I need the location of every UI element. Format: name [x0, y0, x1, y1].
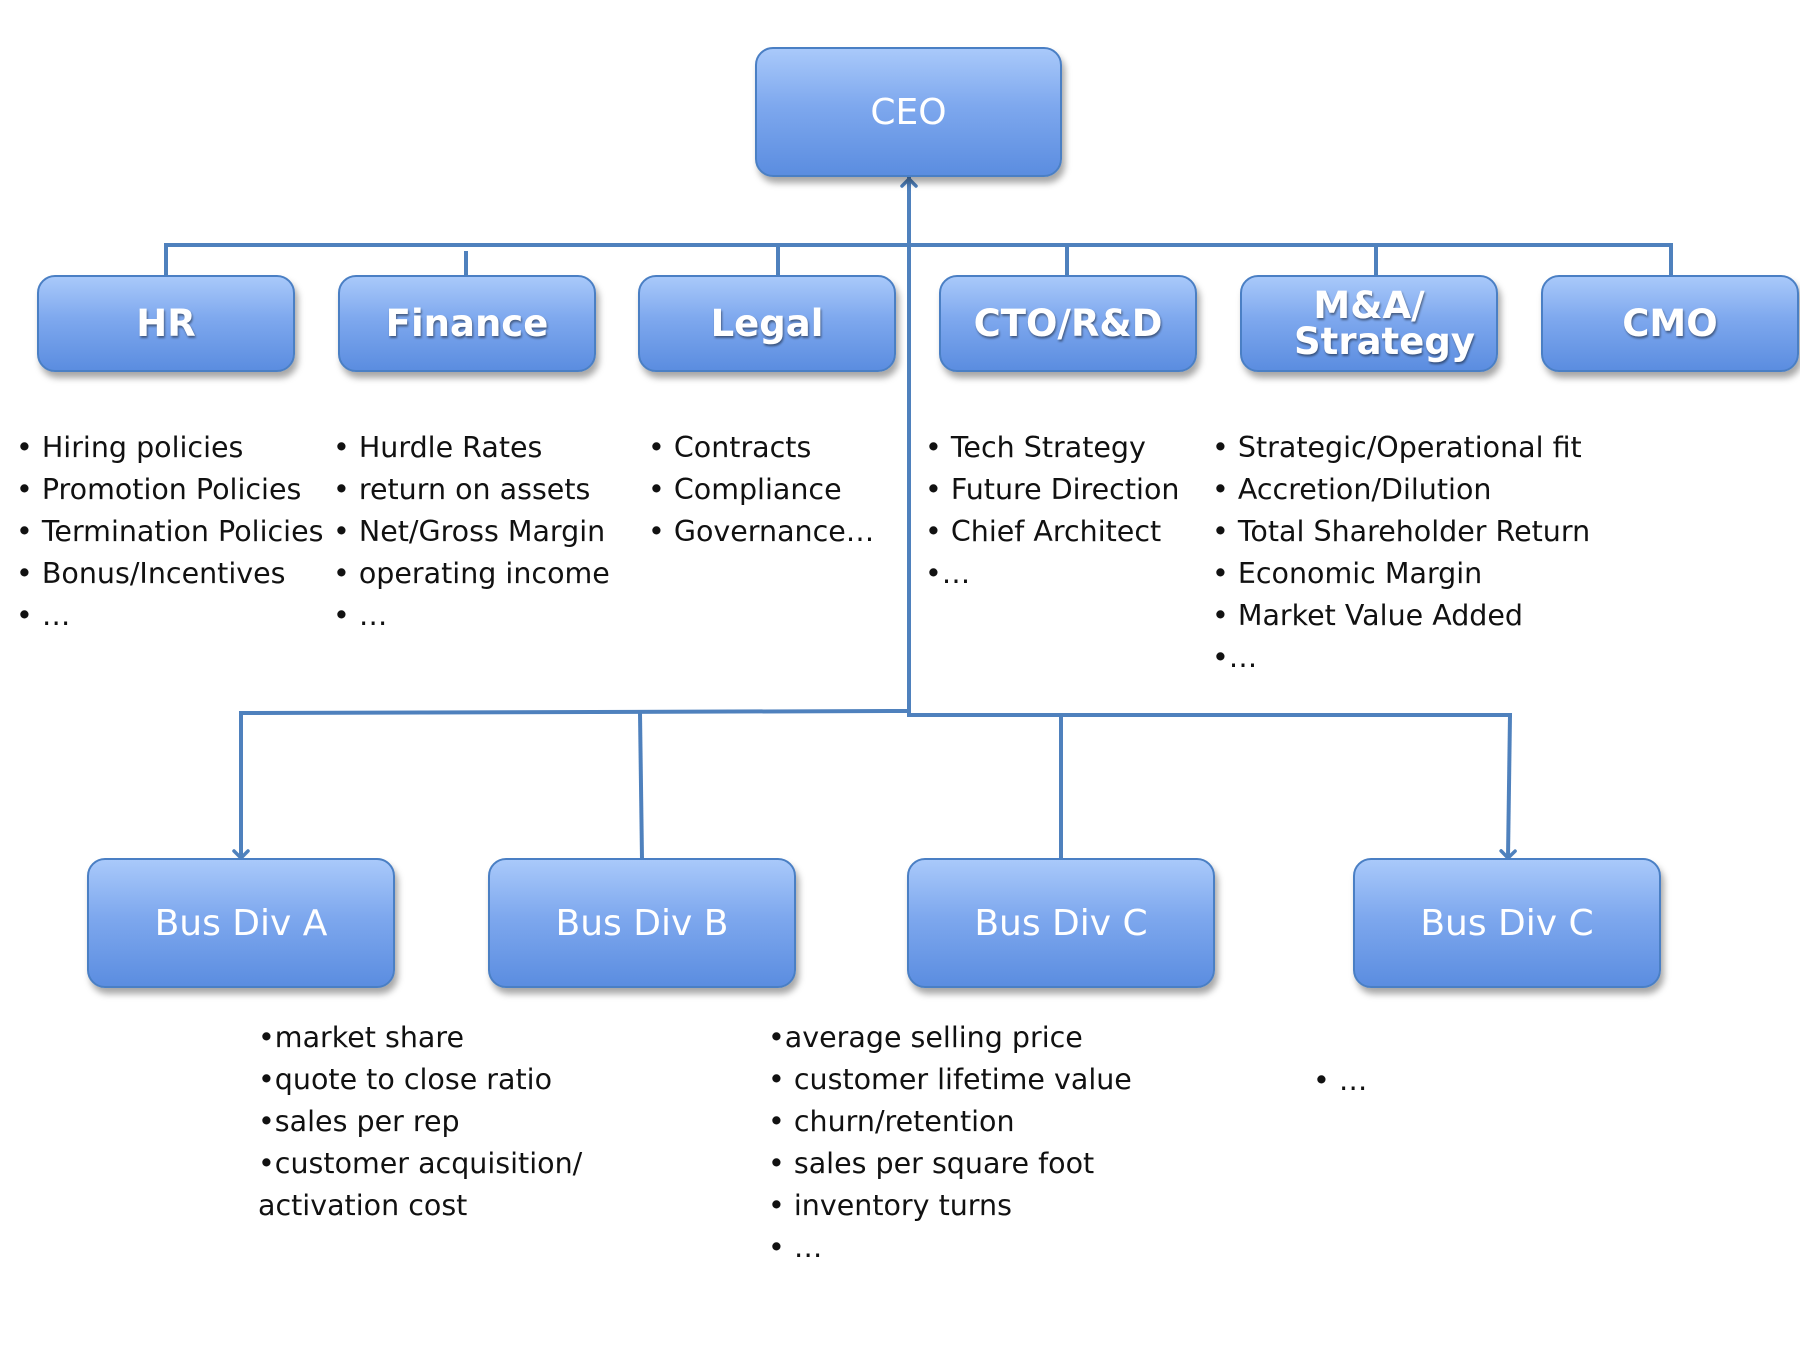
- list-item: • …: [768, 1231, 823, 1264]
- division-bus-line: [238, 708, 1512, 717]
- ma-strategy-metrics-list: • Strategic/Operational fit • Accretion/…: [1212, 427, 1590, 679]
- cto-rd-label: CTO/R&D: [973, 301, 1163, 345]
- finance-metrics-list: • Hurdle Rates • return on assets • Net/…: [333, 427, 610, 637]
- list-item: •…: [1212, 641, 1258, 674]
- list-item: • inventory turns: [768, 1189, 1012, 1222]
- list-item: • …: [16, 599, 71, 632]
- list-item: • customer lifetime value: [768, 1063, 1132, 1096]
- hr-metrics-list: • Hiring policies • Promotion Policies •…: [16, 427, 323, 637]
- list-item: • Hiring policies: [16, 431, 244, 464]
- bus-div-c2-box[interactable]: Bus Div C: [1353, 858, 1661, 988]
- list-item: • …: [333, 599, 388, 632]
- bus-div-a-metrics-list: •market share •quote to close ratio •sal…: [258, 1017, 582, 1227]
- list-item: • Governance…: [648, 515, 875, 548]
- list-item: • Tech Strategy: [925, 431, 1146, 464]
- cmo-label: CMO: [1622, 301, 1718, 345]
- list-item: • Economic Margin: [1212, 557, 1483, 590]
- cto-rd-box[interactable]: CTO/R&D: [939, 275, 1197, 372]
- list-item: • Hurdle Rates: [333, 431, 543, 464]
- cmo-box[interactable]: CMO: [1541, 275, 1799, 372]
- list-item: • Net/Gross Margin: [333, 515, 606, 548]
- legal-box[interactable]: Legal: [638, 275, 896, 372]
- bus-div-a-box[interactable]: Bus Div A: [87, 858, 395, 988]
- list-item: •customer acquisition/: [258, 1147, 583, 1180]
- list-item: • Bonus/Incentives: [16, 557, 286, 590]
- bus-div-c2-connector: [1499, 712, 1517, 861]
- legal-label: Legal: [710, 301, 824, 345]
- bus-div-c-box[interactable]: Bus Div C: [907, 858, 1215, 988]
- list-item: • sales per square foot: [768, 1147, 1095, 1180]
- bus-div-c2-label: Bus Div C: [1420, 902, 1594, 944]
- bus-div-c-metrics-list: •average selling price • customer lifeti…: [768, 1017, 1132, 1269]
- finance-box[interactable]: Finance: [338, 275, 596, 372]
- list-item: • Termination Policies: [16, 515, 324, 548]
- hr-box[interactable]: HR: [37, 275, 295, 372]
- bus-div-a-label: Bus Div A: [154, 902, 328, 944]
- list-item: • Accretion/Dilution: [1212, 473, 1492, 506]
- list-item: •…: [925, 557, 971, 590]
- list-item: • Market Value Added: [1212, 599, 1524, 632]
- cto-rd-metrics-list: • Tech Strategy • Future Direction • Chi…: [925, 427, 1179, 595]
- list-item: • return on assets: [333, 473, 591, 506]
- list-item: • Future Direction: [925, 473, 1180, 506]
- ma-strategy-box[interactable]: M&A/ Strategy: [1240, 275, 1498, 372]
- hr-label: HR: [136, 301, 196, 345]
- list-item: • Contracts: [648, 431, 812, 464]
- list-item: • Total Shareholder Return: [1212, 515, 1591, 548]
- list-item: • Compliance: [648, 473, 842, 506]
- bus-div-b-connector: [637, 710, 645, 862]
- list-item: • …: [1313, 1064, 1368, 1097]
- ceo-box[interactable]: CEO: [755, 47, 1062, 177]
- bus-div-b-label: Bus Div B: [555, 902, 729, 944]
- list-item: • Chief Architect: [925, 515, 1162, 548]
- list-item: •sales per rep: [258, 1105, 460, 1138]
- bus-div-c-label: Bus Div C: [974, 902, 1148, 944]
- list-item: •market share: [258, 1021, 465, 1054]
- list-item: • Strategic/Operational fit: [1212, 431, 1582, 464]
- list-item: •quote to close ratio: [258, 1063, 553, 1096]
- legal-metrics-list: • Contracts • Compliance • Governance…: [648, 427, 874, 553]
- bus-div-b-box[interactable]: Bus Div B: [488, 858, 796, 988]
- list-item: • operating income: [333, 557, 610, 590]
- list-item: • Promotion Policies: [16, 473, 302, 506]
- ceo-label: CEO: [870, 91, 947, 133]
- ma-strategy-label: M&A/ Strategy: [1294, 283, 1475, 363]
- list-item: • churn/retention: [768, 1105, 1015, 1138]
- bus-div-c2-metrics-list: • …: [1313, 1060, 1367, 1102]
- list-item: activation cost: [258, 1189, 468, 1222]
- finance-label: Finance: [385, 301, 549, 345]
- list-item: •average selling price: [768, 1021, 1083, 1054]
